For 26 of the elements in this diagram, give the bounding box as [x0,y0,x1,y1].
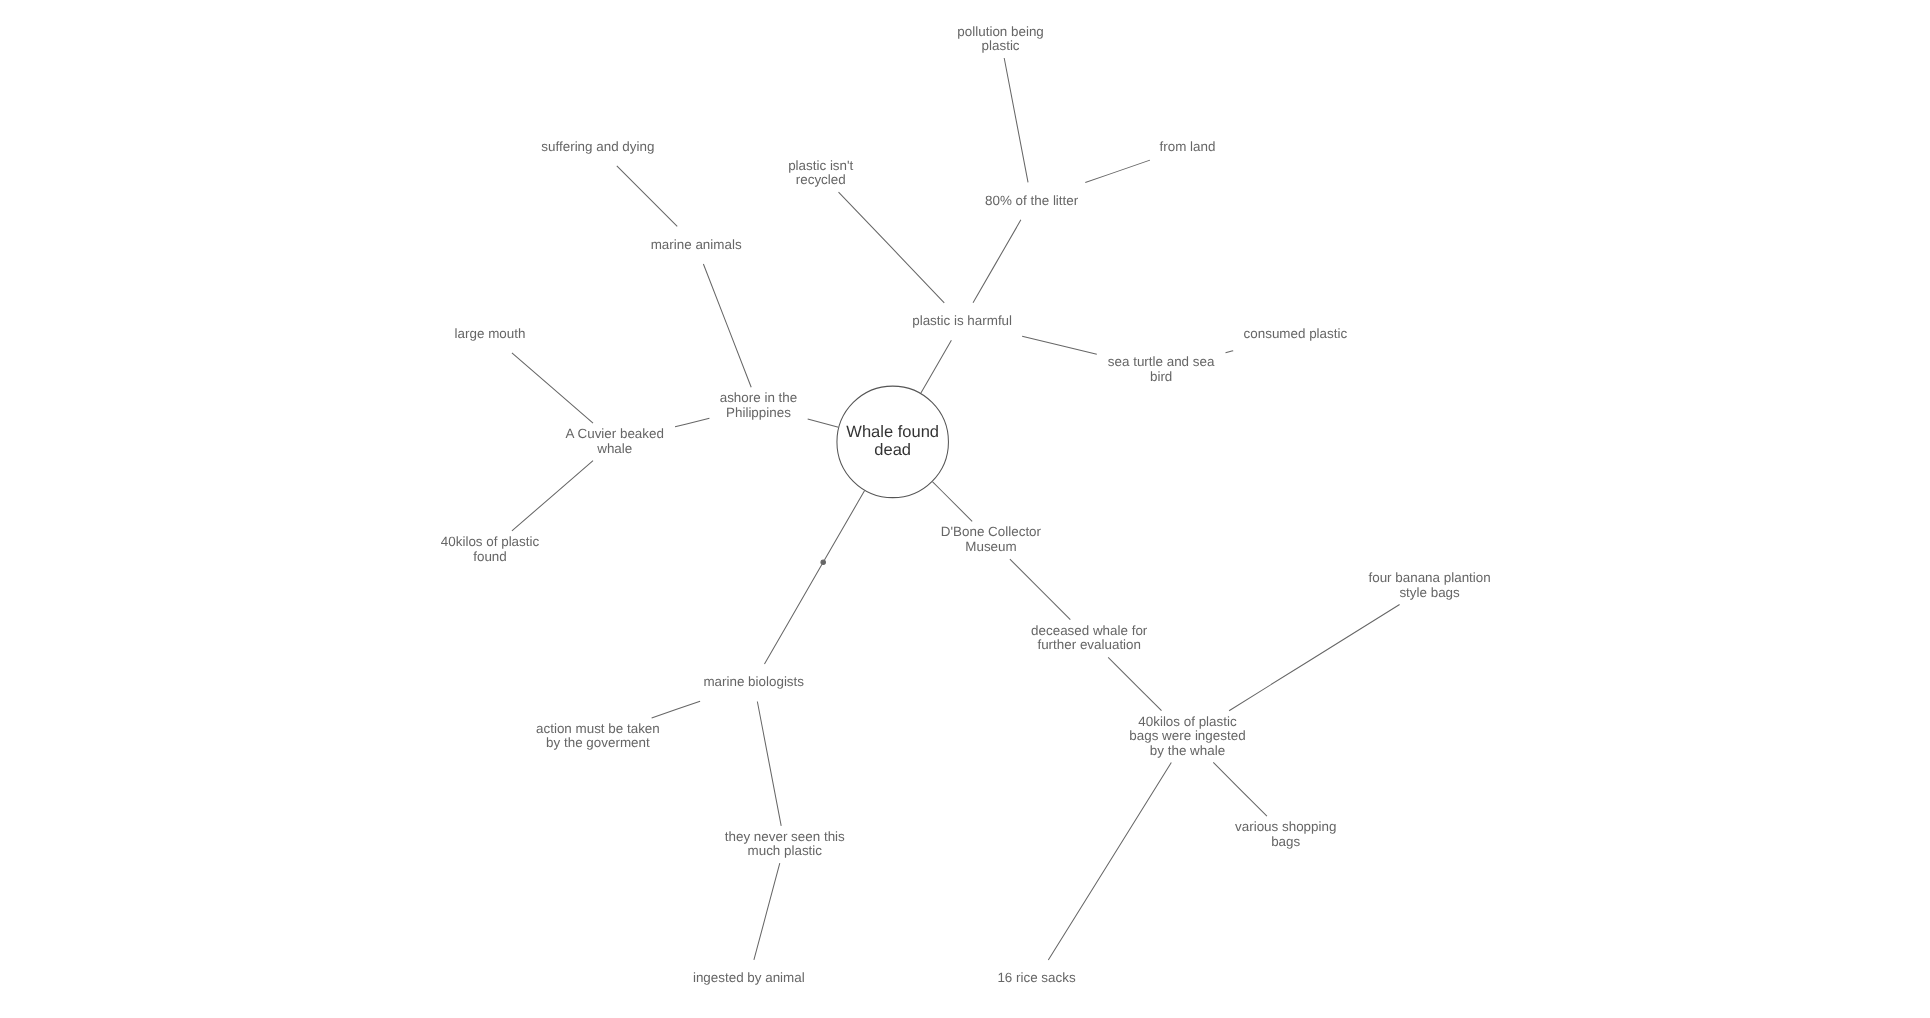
connector [930,481,972,522]
connector [822,489,865,561]
connector [806,418,838,428]
connector [1211,761,1267,817]
node-circle: Whale found dead [835,385,948,499]
connector [1106,656,1162,712]
connector [615,165,677,227]
connector [971,219,1021,304]
connector [1224,350,1233,354]
connector [1002,57,1028,183]
connector [837,191,944,304]
connector [650,700,700,719]
connector [1020,335,1097,355]
connector [1046,762,1171,961]
connector [762,563,822,665]
connector [701,263,751,388]
connector [1083,159,1150,184]
connector [510,460,593,532]
connector [510,352,593,424]
connector [919,339,951,394]
connector [1227,603,1400,712]
node-point [819,559,825,565]
connector [673,417,709,428]
connector [755,700,781,827]
connector [1008,558,1070,621]
connector [752,862,780,961]
